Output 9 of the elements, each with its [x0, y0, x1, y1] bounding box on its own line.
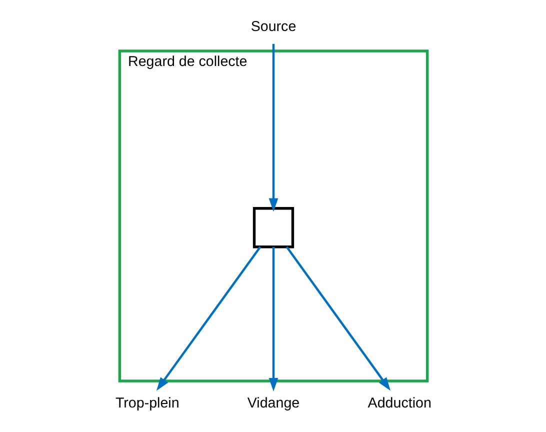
arrow [268, 246, 278, 392]
node-box [252, 207, 294, 248]
node-text: Vidange [246, 396, 300, 412]
node-text: Trop-plein [114, 396, 179, 412]
arrow [268, 44, 278, 212]
node-text: Source [250, 19, 296, 36]
node-text: Adduction [367, 396, 431, 412]
arrow [156, 246, 261, 391]
arrow [285, 246, 390, 391]
